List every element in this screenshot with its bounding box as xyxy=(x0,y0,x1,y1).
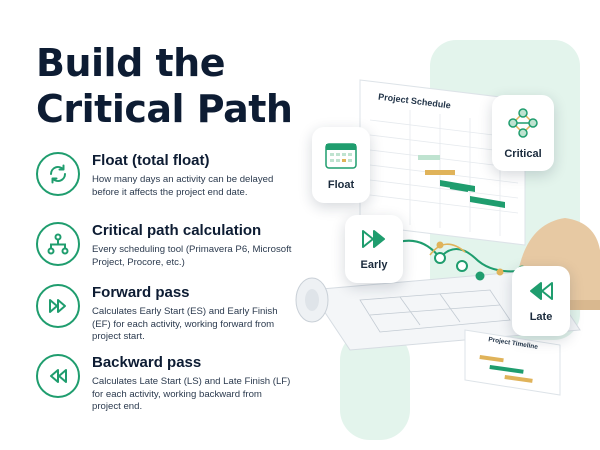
early-card: Early xyxy=(345,215,403,283)
critical-card: Critical xyxy=(492,95,554,171)
rewind-icon xyxy=(527,280,555,307)
network-nodes-icon xyxy=(505,107,541,144)
feature-heading: Float (total float) xyxy=(92,152,210,169)
title-line-1: Build the xyxy=(36,41,226,85)
late-label: Late xyxy=(529,310,553,323)
rewind-icon xyxy=(36,354,80,398)
feature-heading: Forward pass xyxy=(92,284,190,301)
feature-heading: Backward pass xyxy=(92,354,202,371)
feature-description: How many days an activity can be delayed… xyxy=(92,174,274,198)
critical-label: Critical xyxy=(504,147,542,160)
late-card: Late xyxy=(512,266,570,336)
feature-description: Every scheduling tool (Primavera P6, Mic… xyxy=(92,244,292,268)
calendar-icon xyxy=(324,140,358,175)
feature-heading: Critical path calculation xyxy=(92,222,262,239)
float-card: Float xyxy=(312,127,370,203)
hierarchy-network-icon xyxy=(36,222,80,266)
refresh-cycle-icon xyxy=(36,152,80,196)
fast-forward-icon xyxy=(360,228,388,255)
early-label: Early xyxy=(360,258,388,271)
feature-description: Calculates Late Start (LS) and Late Fini… xyxy=(92,376,291,412)
fast-forward-icon xyxy=(36,284,80,328)
float-label: Float xyxy=(327,178,355,191)
page-title: Build the Critical Path xyxy=(36,40,293,132)
feature-description: Calculates Early Start (ES) and Early Fi… xyxy=(92,306,278,342)
title-line-2: Critical Path xyxy=(36,87,293,131)
critical-path-illustration: Project Schedule Project Timeline Float xyxy=(290,0,600,450)
illustration-scene xyxy=(295,40,600,440)
